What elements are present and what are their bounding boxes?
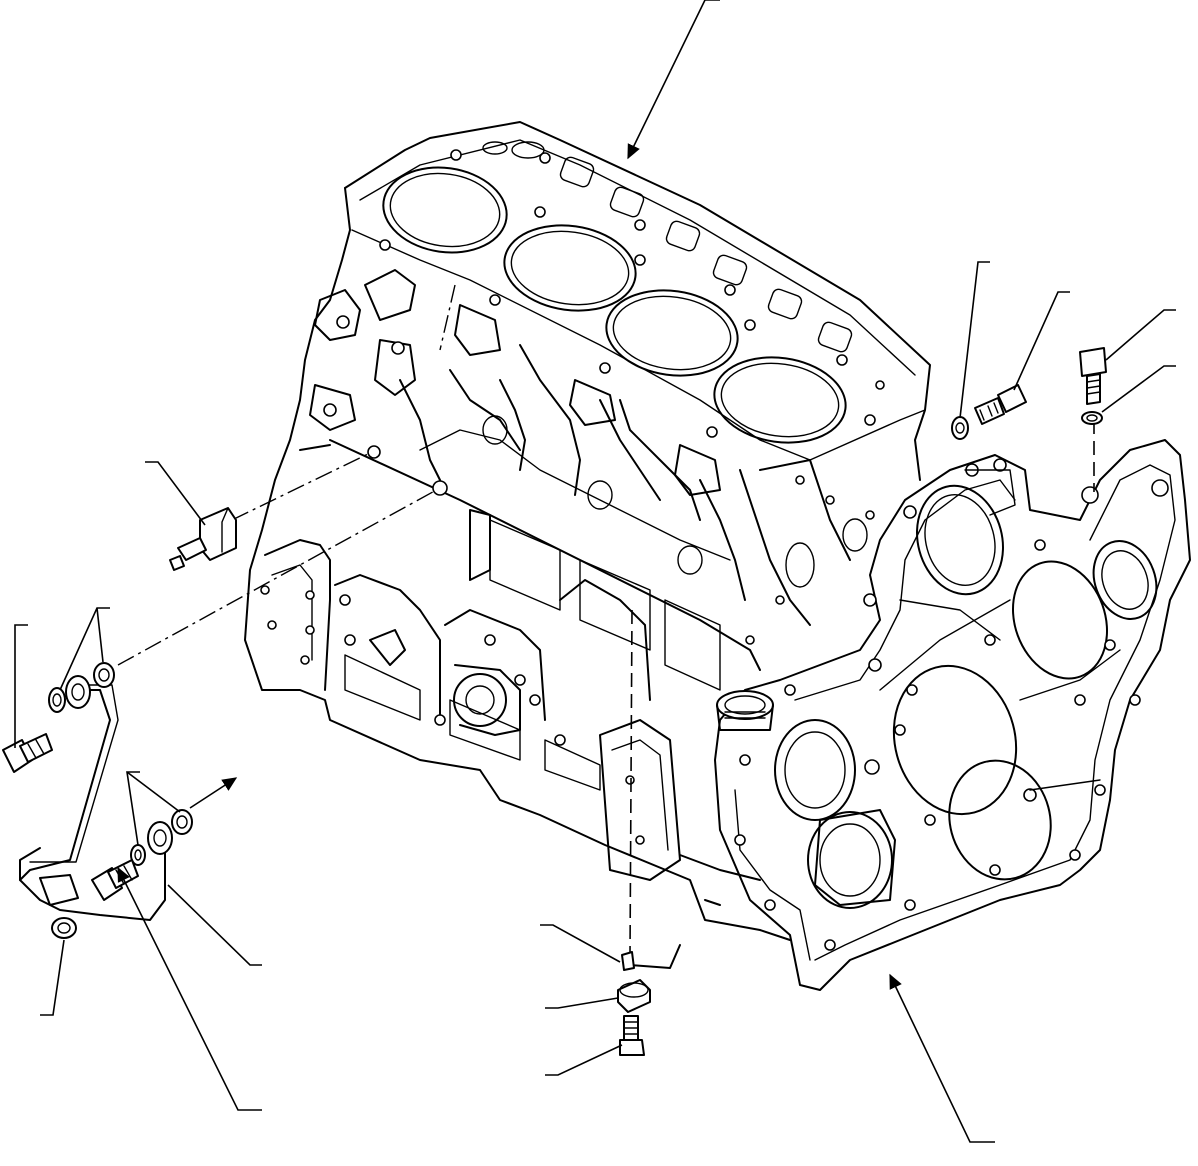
cylinder-bores: [382, 166, 847, 444]
coolant-passages: [482, 141, 853, 353]
drain-plug-nut: [617, 979, 651, 1013]
sensor-axis-line: [231, 451, 373, 521]
side-bolt: [974, 384, 1027, 425]
gear-case-washer: [1081, 411, 1103, 425]
pipe-axis-line: [117, 487, 441, 666]
oil-filler-neck: [716, 690, 774, 731]
deck-bolt-holes: [379, 149, 885, 438]
leader-lines: [14, 0, 1176, 1143]
drain-bolt: [619, 1015, 645, 1056]
side-bolt-axis: [439, 284, 456, 351]
side-bolt-washer: [951, 416, 969, 440]
gear-case-bolt-holes: [734, 458, 1169, 951]
oil-pressure-switch: [169, 445, 448, 571]
drain-cock-lever: [621, 944, 681, 971]
oil-pipe-assembly: [19, 675, 173, 939]
gear-case-bolt: [1079, 347, 1107, 405]
gear-case: [714, 439, 1191, 991]
drain-axis-line: [629, 609, 633, 956]
pipe-washers: [48, 662, 193, 866]
cylinder-block: [244, 121, 931, 941]
banjo-bolt-upper: [2, 733, 53, 773]
